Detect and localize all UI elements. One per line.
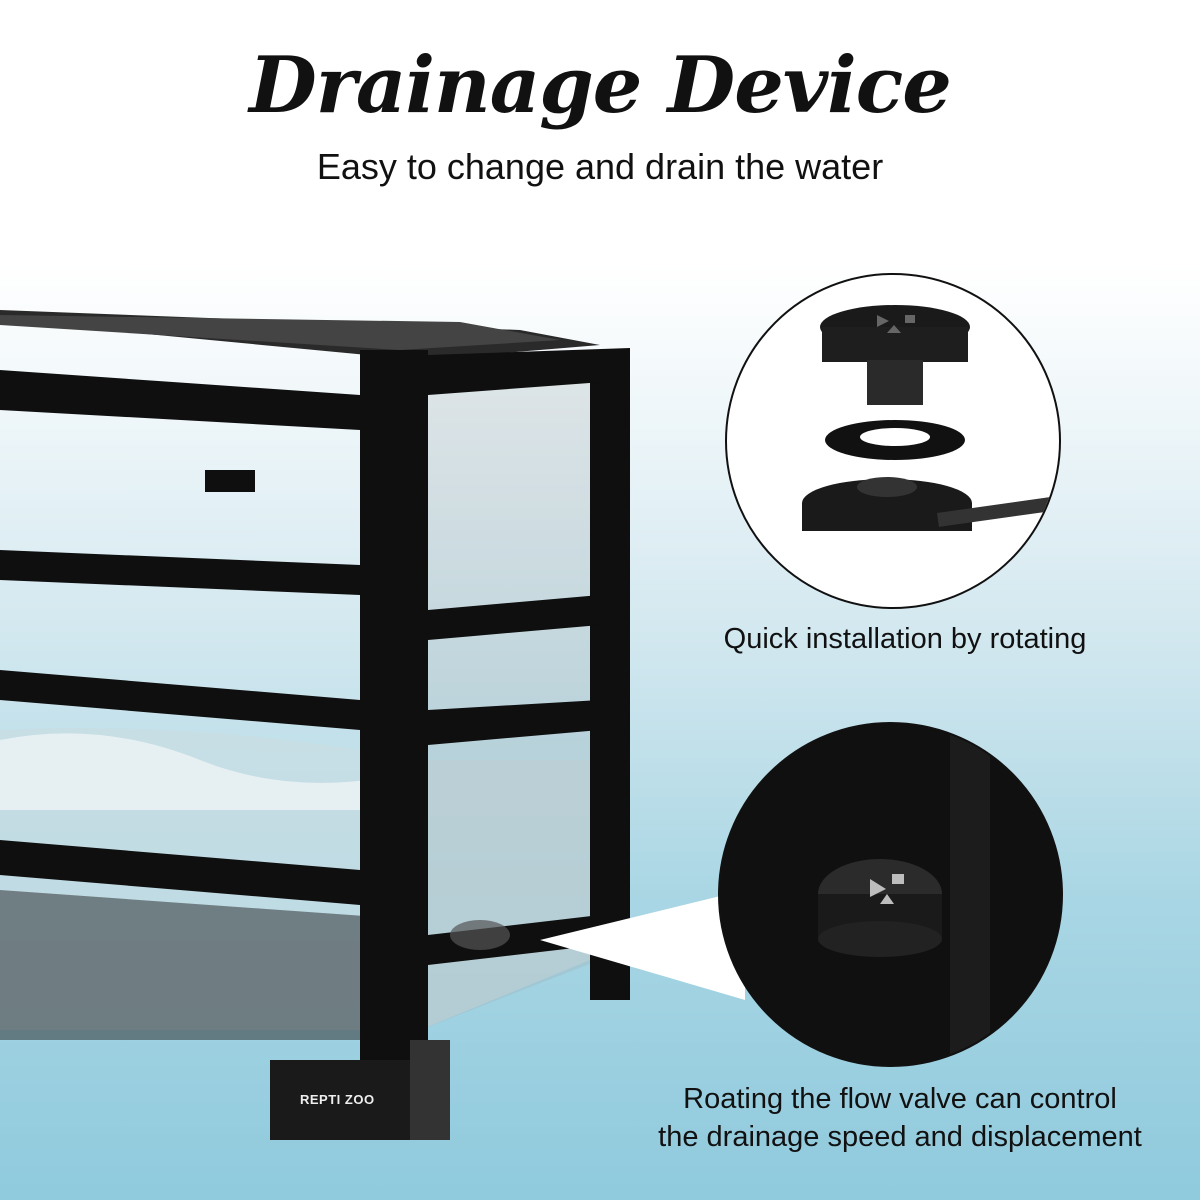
installation-caption: Quick installation by rotating [723, 623, 1087, 655]
callout-pointer [540, 890, 745, 1000]
brand-logo: REPTI ZOO [300, 1092, 375, 1107]
page-subtitle: Easy to change and drain the water [316, 146, 884, 187]
valve-closeup-image [720, 724, 1061, 1065]
valve-closeup-callout [718, 722, 1063, 1067]
valve-parts-callout [725, 273, 1061, 609]
flow-valve-caption-line2: the drainage speed and displacement [658, 1121, 1142, 1153]
flow-valve-caption: Roating the flow valve can control the d… [620, 1080, 1180, 1156]
valve-parts-image [802, 305, 1058, 531]
page-title: Drainage Device [249, 40, 952, 131]
flow-valve-caption-line1: Roating the flow valve can control [683, 1083, 1117, 1115]
